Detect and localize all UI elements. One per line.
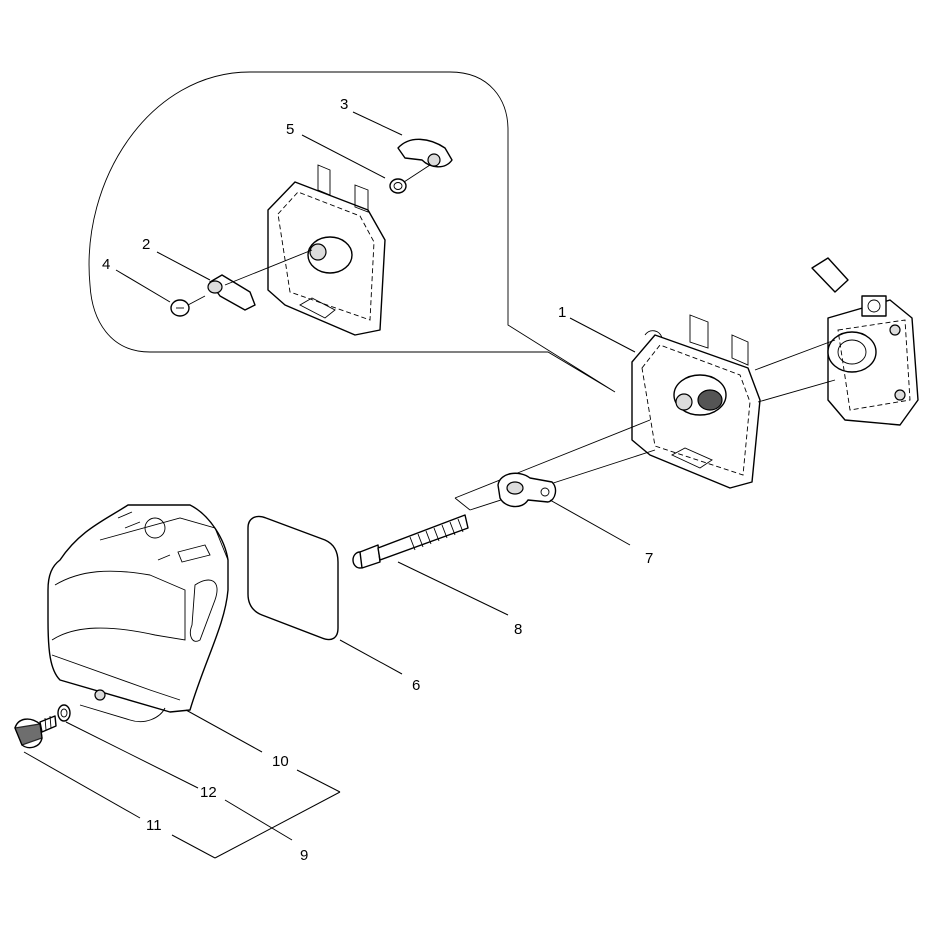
callout-9: 9 [300, 847, 308, 864]
callout-11: 11 [146, 817, 162, 834]
long-bolt [352, 514, 469, 569]
filter-base-main [631, 314, 761, 489]
callout-7: 7 [645, 550, 653, 567]
callout-8: 8 [514, 621, 522, 638]
filter-cover [47, 504, 229, 723]
callout-5: 5 [286, 121, 294, 138]
carburetor [811, 257, 919, 426]
inset-washer [389, 178, 407, 194]
callout-2: 2 [142, 236, 150, 253]
inset-choke-lever [397, 138, 453, 168]
callout-6: 6 [412, 677, 420, 694]
callout-10: 10 [272, 753, 289, 770]
inset-detail-bubble [88, 71, 616, 393]
spacer-bracket [497, 472, 557, 508]
inset-lever-2 [207, 274, 256, 311]
cover-washer [57, 704, 71, 722]
cover-knob [14, 715, 57, 749]
inset-filter-base [267, 164, 386, 336]
callout-1: 1 [558, 304, 566, 321]
inset-screw-4 [170, 295, 206, 317]
filter-element [247, 515, 339, 641]
callout-4: 4 [102, 256, 110, 273]
callout-12: 12 [200, 784, 217, 801]
callout-3: 3 [340, 96, 348, 113]
